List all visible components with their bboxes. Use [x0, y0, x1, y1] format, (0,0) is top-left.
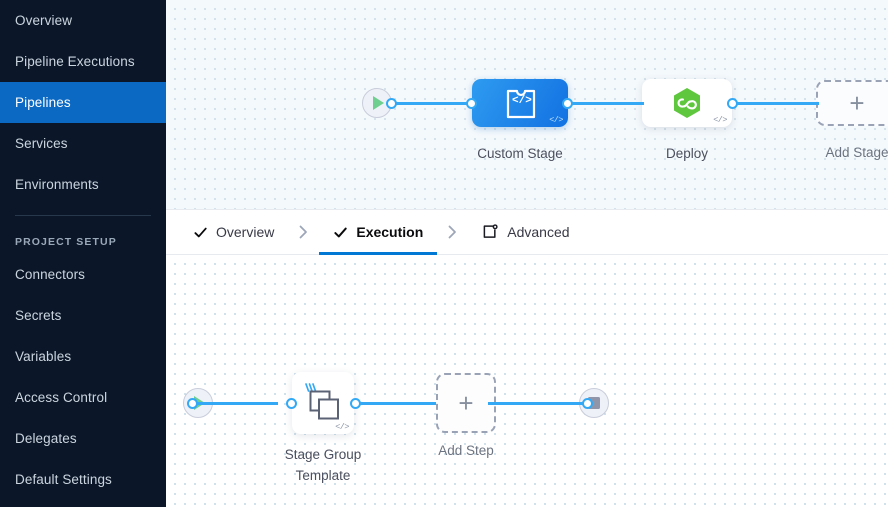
- svg-text:</>: </>: [512, 95, 532, 107]
- add-step-placeholder[interactable]: +: [436, 373, 496, 433]
- custom-stage-code-icon: </>: [506, 89, 536, 119]
- sidebar-item-pipeline-executions[interactable]: Pipeline Executions: [0, 41, 166, 82]
- tab-advanced[interactable]: Advanced: [468, 210, 583, 254]
- wire-add-step-to-end: [488, 402, 586, 405]
- chevron-right-icon: [299, 225, 308, 239]
- sidebar: Overview Pipeline Executions Pipelines S…: [0, 0, 166, 507]
- tab-separator: [288, 210, 319, 254]
- sidebar-item-connectors[interactable]: Connectors: [0, 254, 166, 295]
- plus-icon: +: [458, 388, 474, 418]
- stage-graph-canvas[interactable]: </> </> Custom Stage: [166, 0, 888, 209]
- deploy-stage-card[interactable]: </>: [642, 79, 732, 127]
- sidebar-item-default-settings[interactable]: Default Settings: [0, 459, 166, 500]
- wire-custom-stage-to-deploy: [564, 102, 644, 105]
- pipeline-start-node[interactable]: [362, 88, 392, 118]
- port-stage-group-out[interactable]: [350, 398, 361, 409]
- wire-deploy-to-add-stage: [729, 102, 819, 105]
- tab-label: Advanced: [507, 224, 570, 240]
- sidebar-item-environments[interactable]: Environments: [0, 164, 166, 205]
- stage-node-custom-stage[interactable]: </> </>: [472, 79, 568, 127]
- add-stage-placeholder[interactable]: +: [816, 80, 888, 126]
- advanced-gear-box-icon: [483, 224, 498, 238]
- sidebar-item-label: Secrets: [15, 308, 62, 323]
- sidebar-item-secrets[interactable]: Secrets: [0, 295, 166, 336]
- yaml-code-badge: </>: [713, 115, 727, 125]
- sidebar-item-label: Environments: [15, 177, 99, 192]
- sidebar-item-label: Default Settings: [15, 472, 112, 487]
- stage-label-add-stage: Add Stage: [825, 145, 888, 160]
- sidebar-item-label: Overview: [15, 13, 73, 28]
- stage-label-deploy: Deploy: [665, 146, 709, 161]
- step-label-add-step: Add Step: [438, 443, 494, 458]
- port-stage-group-in[interactable]: [286, 398, 297, 409]
- tab-separator: [437, 210, 468, 254]
- step-label-stage-group-template: Stage Group Template: [284, 447, 362, 483]
- check-icon: [194, 227, 207, 237]
- stage-label-custom-stage: Custom Stage: [477, 146, 563, 161]
- port-custom-stage-in[interactable]: [466, 98, 477, 109]
- start-node-circle: [362, 88, 392, 118]
- add-step-button[interactable]: +: [436, 373, 496, 433]
- play-icon: [373, 96, 384, 110]
- tab-execution[interactable]: Execution: [319, 210, 438, 255]
- step-node-stage-group-template[interactable]: </>: [292, 372, 354, 434]
- sidebar-section-project-setup: PROJECT SETUP: [15, 236, 117, 248]
- stage-node-deploy[interactable]: </>: [642, 79, 732, 127]
- sidebar-item-label: Pipelines: [15, 95, 71, 110]
- chevron-right-icon: [448, 225, 457, 239]
- custom-stage-card[interactable]: </> </>: [472, 79, 568, 127]
- yaml-code-badge: </>: [549, 115, 563, 125]
- sidebar-divider: [15, 215, 151, 216]
- sidebar-item-overview[interactable]: Overview: [0, 0, 166, 41]
- sidebar-item-label: Services: [15, 136, 68, 151]
- wire-stage-group-to-add-step: [356, 402, 436, 405]
- harness-deploy-hexagon-icon: [674, 88, 700, 118]
- plus-icon: +: [849, 88, 865, 118]
- port-start-out[interactable]: [386, 98, 397, 109]
- sidebar-item-label: Delegates: [15, 431, 77, 446]
- sidebar-item-pipelines[interactable]: Pipelines: [0, 82, 166, 123]
- tab-overview[interactable]: Overview: [179, 210, 288, 254]
- sidebar-item-access-control[interactable]: Access Control: [0, 377, 166, 418]
- add-stage-button[interactable]: +: [816, 80, 888, 126]
- sidebar-item-label: Pipeline Executions: [15, 54, 135, 69]
- stacked-squares-template-icon: [305, 383, 339, 420]
- execution-graph-canvas[interactable]: </> Stage Group Template + Add Step: [166, 255, 888, 507]
- yaml-code-badge: </>: [335, 422, 349, 432]
- main-content: </> </> Custom Stage: [166, 0, 888, 507]
- sidebar-item-label: Connectors: [15, 267, 86, 282]
- sidebar-item-variables[interactable]: Variables: [0, 336, 166, 377]
- sidebar-item-delegates[interactable]: Delegates: [0, 418, 166, 459]
- check-icon: [334, 227, 348, 237]
- stage-group-template-card[interactable]: </>: [292, 372, 354, 434]
- wire-start-to-custom-stage: [391, 102, 477, 105]
- port-exec-start-out[interactable]: [187, 398, 198, 409]
- sidebar-item-label: Access Control: [15, 390, 108, 405]
- wire-start-to-stage-group: [192, 402, 278, 405]
- sidebar-item-services[interactable]: Services: [0, 123, 166, 164]
- tab-label: Execution: [356, 224, 424, 240]
- port-custom-stage-out[interactable]: [562, 98, 573, 109]
- tab-label: Overview: [216, 224, 275, 240]
- port-exec-end-in[interactable]: [582, 398, 593, 409]
- sidebar-item-label: Variables: [15, 349, 72, 364]
- port-deploy-out[interactable]: [727, 98, 738, 109]
- stage-config-tabbar: Overview Execution: [166, 209, 888, 255]
